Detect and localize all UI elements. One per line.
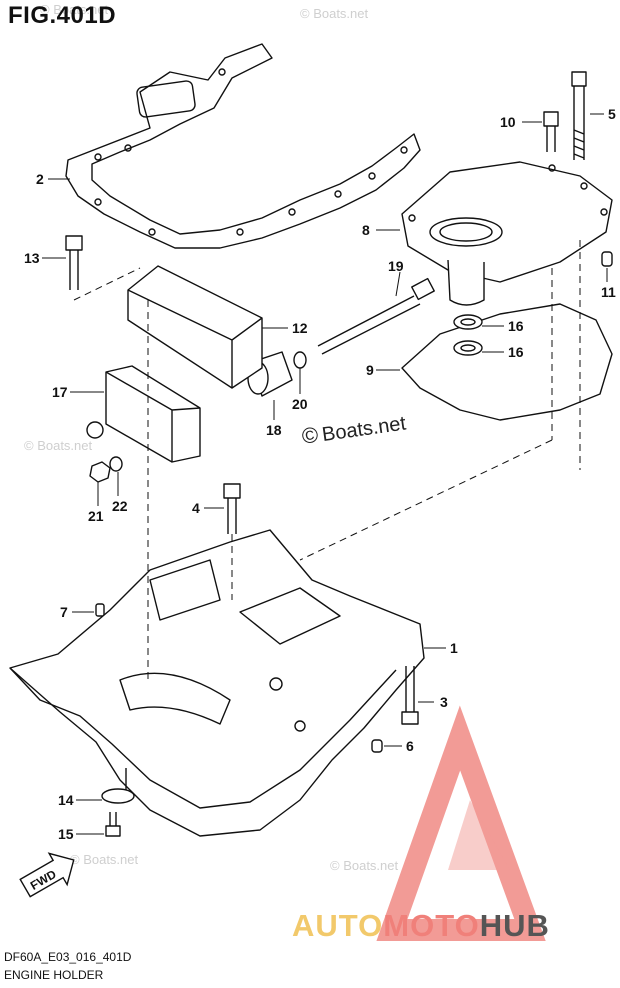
callout-label: 18 xyxy=(266,422,282,438)
callout-label: 10 xyxy=(500,114,516,130)
part-15-bolt xyxy=(105,812,121,837)
callout-label: 15 xyxy=(58,826,74,842)
fwd-arrow-icon: FWD xyxy=(19,852,75,898)
part-12-holder xyxy=(127,265,263,389)
figure-code: DF60A_E03_016_401D xyxy=(4,950,132,964)
part-10-bolt xyxy=(543,111,559,152)
part-6-pin xyxy=(371,739,383,753)
callout-label: 9 xyxy=(366,362,374,378)
part-9-gasket xyxy=(401,303,613,421)
callout-label: 22 xyxy=(112,498,128,514)
callout-label: 13 xyxy=(24,250,40,266)
brand-part-moto: MOTO xyxy=(383,908,480,943)
part-20-washer xyxy=(293,351,307,369)
callout-label: 6 xyxy=(406,738,414,754)
part-14-sensor xyxy=(101,768,135,804)
callout-label: 12 xyxy=(292,320,308,336)
callout-label: 16 xyxy=(508,318,524,334)
part-4-bolt xyxy=(223,483,241,534)
watermark-text: © Boats.net xyxy=(330,858,399,873)
watermark-text: © Boats.net xyxy=(24,438,93,453)
callout-label: 21 xyxy=(88,508,104,524)
callout-label: 11 xyxy=(601,284,616,300)
callout-label: 14 xyxy=(58,792,74,808)
part-3-bolt xyxy=(401,666,419,725)
callout-label: 20 xyxy=(292,396,308,412)
brand-wordmark: AUTOMOTOHUB xyxy=(292,908,550,944)
callout-label: 1 xyxy=(450,640,458,656)
part-7-pin xyxy=(95,603,105,617)
part-11-pin xyxy=(601,251,613,267)
figure-title: FIG.401D xyxy=(8,2,117,29)
part-1-engine-holder xyxy=(9,529,425,837)
watermark-text: © Boats.net xyxy=(40,2,109,17)
brand-part-auto: AUTO xyxy=(292,908,384,943)
part-5-bolt xyxy=(571,71,587,160)
figure-name: ENGINE HOLDER xyxy=(4,968,104,982)
part-22-washer xyxy=(109,456,123,472)
brand-logo-icon xyxy=(376,705,546,941)
part-17-bracket xyxy=(86,365,201,463)
part-19-bolt xyxy=(317,277,435,355)
part-16-seals xyxy=(453,314,483,356)
copyright-symbol: © xyxy=(300,421,320,449)
callout-label: 2 xyxy=(36,171,44,187)
part-8-cover xyxy=(401,161,613,306)
leader-lines xyxy=(42,113,608,835)
brand-part-hub: HUB xyxy=(479,908,550,943)
callout-label: 8 xyxy=(362,222,370,238)
alignment-lines xyxy=(73,240,581,680)
callout-label: 16 xyxy=(508,344,524,360)
callout-label: 3 xyxy=(440,694,448,710)
part-2-gasket xyxy=(65,43,421,249)
callout-label: 5 xyxy=(608,106,616,122)
watermark-text: © Boats.net xyxy=(70,852,139,867)
callout-label: 4 xyxy=(192,500,200,516)
part-13-bolt xyxy=(65,235,83,290)
callout-label: 17 xyxy=(52,384,68,400)
callout-label: 7 xyxy=(60,604,68,620)
callout-label: 19 xyxy=(388,258,404,274)
watermark-text: © Boats.net xyxy=(300,6,369,21)
part-21-nut xyxy=(89,461,111,483)
